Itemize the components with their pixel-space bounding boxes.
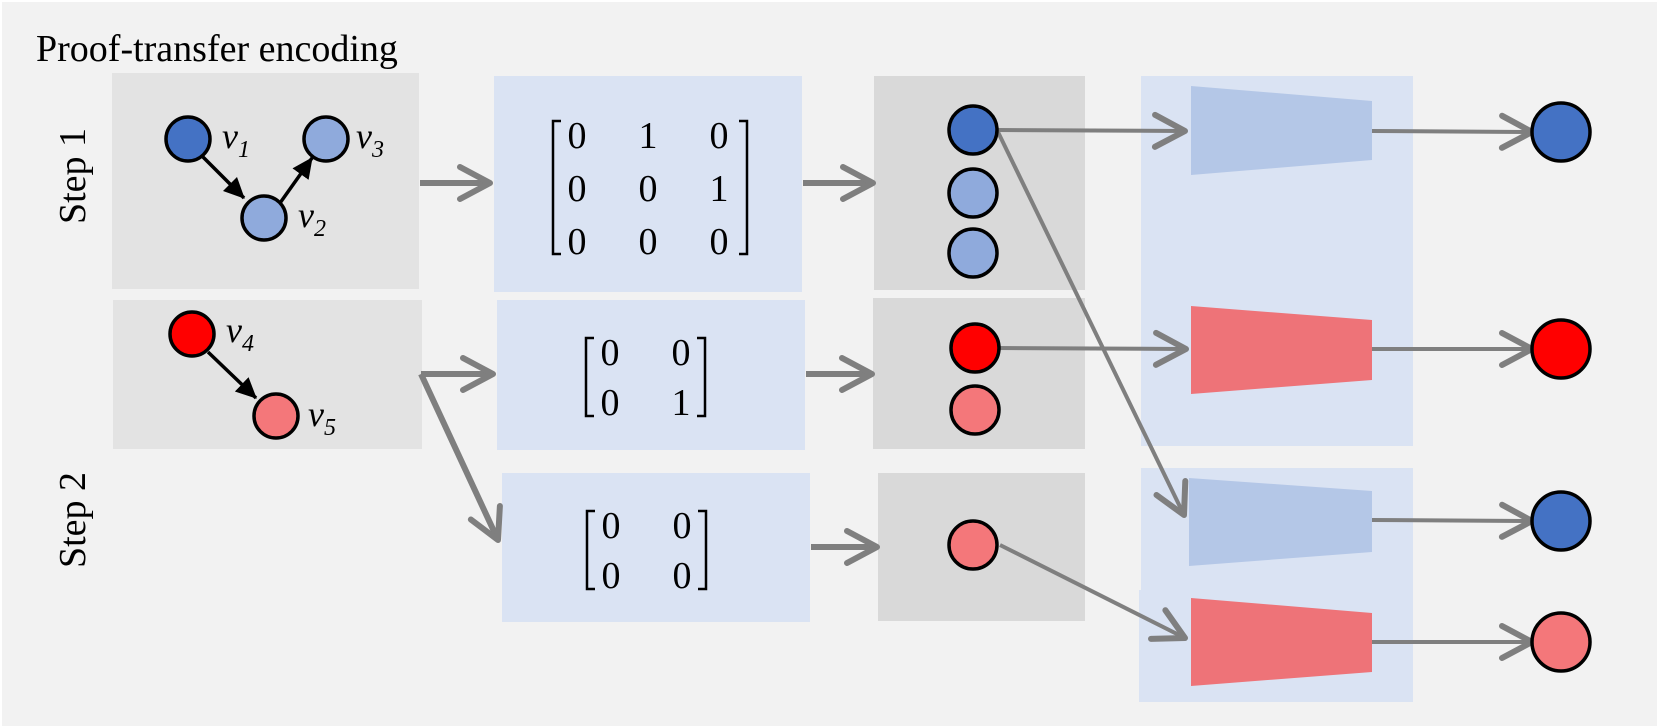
output-node-3 bbox=[1530, 490, 1592, 552]
arrow-encoder-to-output-1 bbox=[1371, 112, 1535, 151]
matrix-2-left-bracket bbox=[584, 336, 594, 418]
diagram-title: Proof-transfer encoding bbox=[36, 28, 398, 70]
step-2-label: Step 2 bbox=[52, 472, 94, 568]
matrix-3-right-bracket bbox=[698, 509, 708, 591]
matrix-3-cell: 0 bbox=[673, 505, 692, 547]
matrix-3-cell: 0 bbox=[602, 505, 621, 547]
embedding-node-2 bbox=[947, 167, 999, 219]
matrix-2-cell: 0 bbox=[601, 382, 620, 424]
encoder-trapezoid-blue-2 bbox=[1189, 478, 1372, 566]
embedding-node-1 bbox=[947, 104, 999, 156]
matrix-1-left-bracket bbox=[551, 119, 561, 256]
matrix-3-cell: 0 bbox=[602, 555, 621, 597]
matrix-1-cell: 0 bbox=[710, 115, 729, 157]
encoder-trapezoid-blue-1 bbox=[1191, 86, 1372, 175]
arrow-graph2-to-matrix3 bbox=[418, 372, 503, 543]
label-v5: v5 bbox=[308, 394, 336, 441]
matrix-1-right-bracket bbox=[739, 119, 749, 256]
matrix-2-cell: 0 bbox=[672, 332, 691, 374]
matrix-1-cell: 0 bbox=[710, 221, 729, 263]
output-node-2 bbox=[1530, 318, 1592, 380]
matrix-3: 0 0 0 0 bbox=[585, 505, 708, 597]
matrix-1-cell: 0 bbox=[568, 168, 587, 210]
matrix-1-cell: 0 bbox=[568, 115, 587, 157]
matrix-1-cell: 1 bbox=[639, 115, 658, 157]
edge-v2-v3 bbox=[278, 156, 314, 205]
node-v4 bbox=[168, 310, 216, 358]
matrix-1-cell: 0 bbox=[568, 221, 587, 263]
arrow-node-to-encoder-1 bbox=[996, 111, 1188, 150]
label-v3: v3 bbox=[356, 116, 384, 163]
label-v1: v1 bbox=[222, 116, 250, 163]
matrix-panel-1 bbox=[494, 76, 802, 292]
encoder-trapezoid-red-2 bbox=[1191, 598, 1372, 686]
graph-panel-step1 bbox=[112, 73, 419, 289]
matrix-panel-3 bbox=[502, 473, 810, 622]
node-v2 bbox=[240, 194, 288, 242]
arrow-node-to-encoder-2 bbox=[996, 329, 1189, 368]
embedding-node-6 bbox=[947, 519, 999, 571]
output-node-1 bbox=[1530, 101, 1592, 163]
matrix-3-left-bracket bbox=[585, 509, 595, 591]
matrix-panel-2 bbox=[497, 300, 805, 450]
node-v3 bbox=[302, 115, 350, 163]
output-node-4 bbox=[1530, 611, 1592, 673]
matrix-1-cell: 0 bbox=[639, 168, 658, 210]
matrix-1: 0 1 0 0 0 1 0 0 0 bbox=[551, 115, 749, 263]
encoder-trapezoid-red-1 bbox=[1191, 306, 1372, 394]
node-v5 bbox=[252, 392, 300, 440]
matrix-2-right-bracket bbox=[697, 336, 707, 418]
matrix-2: 0 0 0 1 bbox=[584, 332, 707, 424]
arrow-node-to-encoder-4 bbox=[999, 543, 1188, 642]
matrix-1-cell: 0 bbox=[639, 221, 658, 263]
matrix-3-cell: 0 bbox=[673, 555, 692, 597]
label-v4: v4 bbox=[226, 310, 254, 357]
edge-v4-v5 bbox=[206, 350, 258, 400]
arrow-encoder-to-output-3 bbox=[1371, 501, 1535, 540]
label-v2: v2 bbox=[298, 195, 326, 242]
arrow-node-to-encoder-3 bbox=[995, 129, 1189, 518]
matrix-1-cell: 1 bbox=[710, 168, 729, 210]
embedding-node-3 bbox=[947, 227, 999, 279]
embedding-node-4 bbox=[949, 322, 1001, 374]
edge-v1-v2 bbox=[201, 155, 246, 200]
embedding-node-5 bbox=[949, 384, 1001, 436]
node-v1 bbox=[164, 115, 212, 163]
step-1-label: Step 1 bbox=[52, 128, 94, 224]
matrix-2-cell: 0 bbox=[601, 332, 620, 374]
matrix-2-cell: 1 bbox=[672, 382, 691, 424]
